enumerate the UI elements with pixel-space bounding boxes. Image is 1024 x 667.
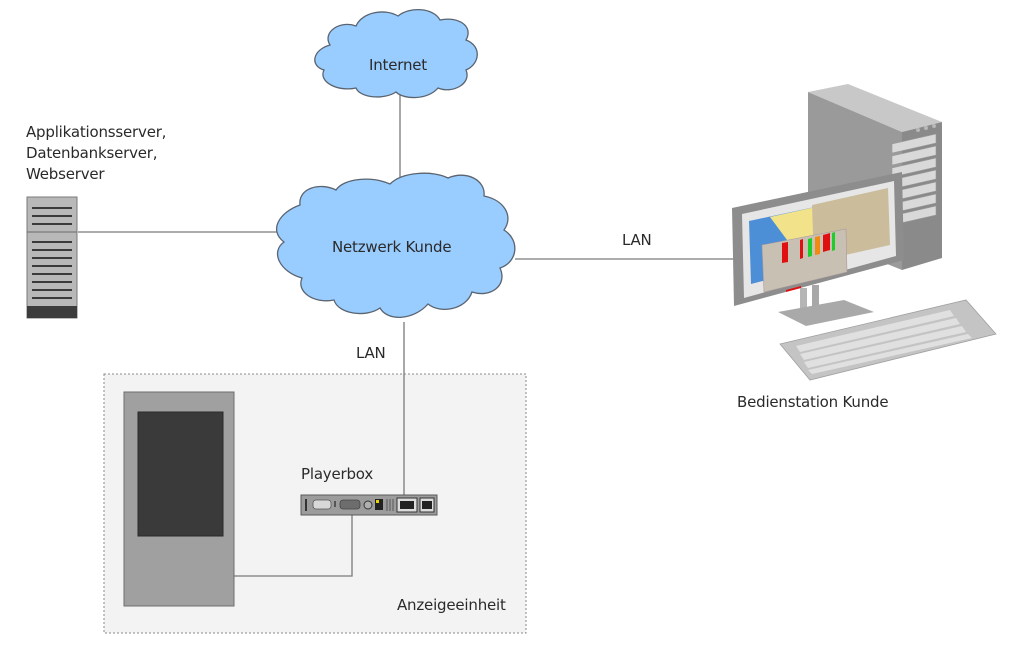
server-rack-icon (26, 196, 78, 319)
playerbox-label: Playerbox (301, 465, 373, 483)
display-unit-label: Anzeigeeinheit (397, 596, 506, 614)
network-cloud-icon (276, 172, 516, 318)
lan-label-playerbox: LAN (356, 344, 386, 362)
playerbox-device-icon (300, 494, 438, 516)
internet-label: Internet (369, 56, 427, 74)
server-label: Applikationsserver, Datenbankserver, Web… (26, 123, 167, 183)
workstation-label: Bedienstation Kunde (737, 393, 889, 411)
network-label: Netzwerk Kunde (332, 238, 452, 256)
desktop-computer-icon (732, 84, 997, 381)
display-stele-icon (123, 391, 235, 607)
internet-cloud-icon (314, 9, 478, 99)
lan-label-workstation: LAN (622, 231, 652, 249)
connection-playerbox-display (234, 512, 353, 577)
